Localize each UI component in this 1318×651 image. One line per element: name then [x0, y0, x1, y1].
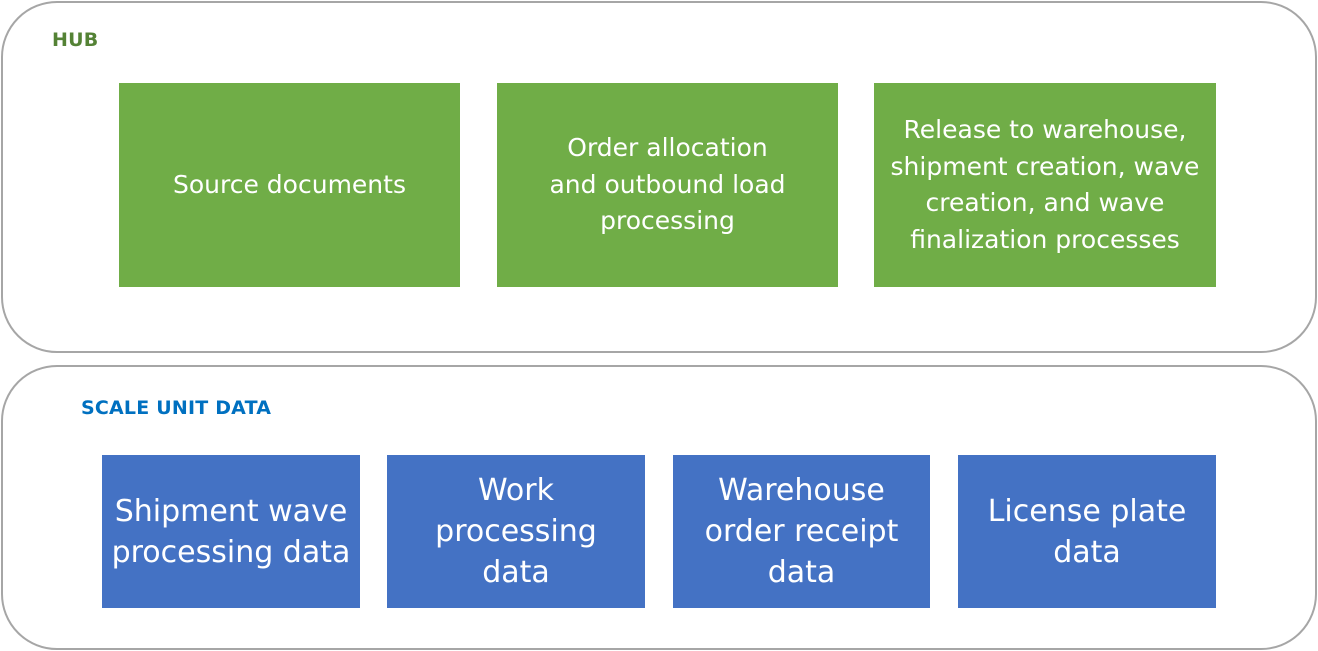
scale-box-warehouse-order-receipt: Warehouse order receipt data — [673, 455, 930, 608]
scale-box-shipment-wave: Shipment wave processing data — [102, 455, 360, 608]
hub-box-order-allocation: Order allocation and outbound load proce… — [497, 83, 838, 287]
hub-title: HUB — [52, 29, 99, 51]
hub-box-release-to-warehouse: Release to warehouse, shipment creation,… — [874, 83, 1216, 287]
scale-box-work-processing: Work processing data — [387, 455, 645, 608]
scale-unit-title: SCALE UNIT DATA — [81, 397, 272, 419]
scale-box-license-plate: License plate data — [958, 455, 1216, 608]
hub-box-source-documents: Source documents — [119, 83, 460, 287]
